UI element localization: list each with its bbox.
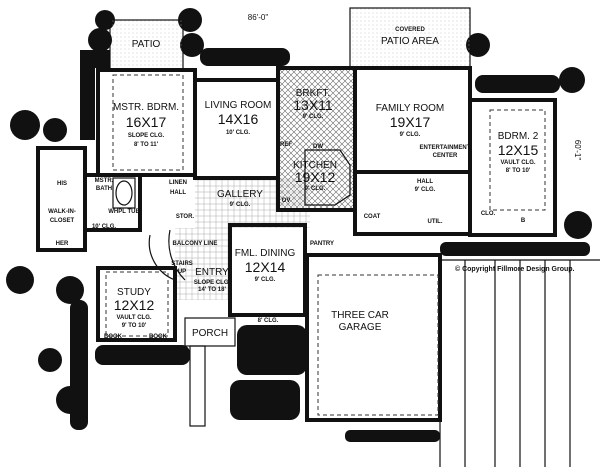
- patio-label: PATIO: [132, 39, 161, 50]
- walls: [36, 7, 557, 427]
- stairs-label: STAIRS: [171, 261, 193, 267]
- hall-ceiling: 9' CLG.: [415, 187, 436, 193]
- dining-bay-ceiling: 8' CLG.: [258, 318, 279, 324]
- living-room-size: 14X16: [218, 111, 259, 127]
- master-bedroom-ceiling-range: 8' TO 11': [134, 142, 159, 148]
- entry-label: ENTRY: [195, 267, 229, 278]
- covered-patio-area: [350, 8, 470, 68]
- breakfast-size: 13X11: [293, 97, 333, 113]
- study-size: 12X12: [114, 297, 155, 313]
- kitchen-label: KITCHEN: [293, 160, 337, 171]
- storage-label: STOR.: [176, 214, 195, 220]
- garage-label-2: GARAGE: [339, 322, 382, 333]
- dining-label: FML. DINING: [235, 248, 296, 259]
- depth-dimension: 60'-1": [573, 140, 582, 161]
- covered-patio-label: PATIO AREA: [381, 36, 439, 47]
- gallery-label: GALLERY: [217, 189, 263, 200]
- dining-size: 12X14: [245, 259, 286, 275]
- stairs-up-label: UP: [178, 269, 186, 275]
- family-room-size: 19X17: [390, 114, 431, 130]
- tub-label: WHPL TUB: [108, 209, 140, 215]
- garage-label: THREE CAR: [331, 310, 389, 321]
- covered-note: COVERED: [395, 27, 425, 33]
- study-ceiling-range: 9' TO 10': [122, 323, 147, 329]
- entertainment-label: ENTERTAINMENT: [420, 145, 471, 151]
- master-bedroom-ceiling: SLOPE CLG.: [128, 133, 165, 139]
- bedroom2-label: BDRM. 2: [498, 131, 539, 142]
- living-room-label: LIVING ROOM: [205, 100, 272, 111]
- gallery-floor: [195, 178, 310, 228]
- patio-area: [110, 20, 183, 70]
- refrigerator-label: REF: [280, 142, 292, 148]
- bedroom2-ceiling-range: 8' TO 10': [506, 168, 531, 174]
- dining-ceiling: 9' CLG.: [255, 277, 276, 283]
- entertainment-label-2: CENTER: [433, 153, 458, 159]
- his-label: HIS: [57, 181, 67, 187]
- study-label: STUDY: [117, 287, 151, 298]
- utility-label: UTIL.: [428, 219, 443, 225]
- oven-label: OV: [282, 198, 291, 204]
- master-bedroom-size: 16X17: [126, 114, 167, 130]
- family-room-label: FAMILY ROOM: [376, 103, 445, 114]
- living-room-ceiling: 10' CLG.: [226, 130, 250, 136]
- copyright-text: © Copyright Fillmore Design Group.: [455, 265, 575, 273]
- walk-in-closet-label: WALK-IN-: [48, 209, 76, 215]
- kitchen-ceiling: 9' CLG.: [305, 186, 326, 192]
- width-dimension: 86'-0": [248, 13, 269, 22]
- kitchen-size: 19X12: [295, 169, 336, 185]
- bedroom2-ceiling: VAULT CLG.: [500, 160, 535, 166]
- driveway: [439, 259, 600, 467]
- entry-ceiling-range: 14' TO 18': [198, 287, 226, 293]
- closet-label: CLO.: [481, 211, 496, 217]
- pantry-label: PANTRY: [310, 241, 334, 247]
- bedroom2-size: 12X15: [498, 142, 539, 158]
- her-label: HER: [56, 241, 69, 247]
- study-ceiling: VAULT CLG.: [116, 315, 151, 321]
- hall-left-label: HALL: [170, 190, 186, 196]
- master-bath-label: MSTR.: [95, 178, 114, 184]
- master-bath-label-2: BATH: [96, 186, 112, 192]
- balcony-line-label: BALCONY LINE: [173, 241, 218, 247]
- breakfast-label: BRKFT.: [296, 88, 330, 99]
- master-bedroom-label: MSTR. BDRM.: [113, 102, 179, 113]
- gallery-ceiling: 9' CLG.: [230, 202, 251, 208]
- entry-floor: [175, 228, 230, 300]
- breakfast-ceiling: 9' CLG.: [303, 114, 324, 120]
- master-bath-ceiling: 10' CLG.: [92, 224, 116, 230]
- bookcase-left-label: BOOK: [104, 334, 123, 340]
- hall-label: HALL: [417, 179, 433, 185]
- bookcase-right-label: BOOK: [149, 334, 168, 340]
- dishwasher-label: DW: [313, 144, 323, 150]
- coat-closet-label: COAT: [364, 214, 381, 220]
- family-room-ceiling: 9' CLG.: [400, 132, 421, 138]
- porch-label: PORCH: [192, 328, 228, 339]
- walk-in-closet-label-2: CLOSET: [50, 218, 75, 224]
- entry-ceiling: SLOPE CLG.: [194, 280, 231, 286]
- landscaping: [6, 8, 592, 442]
- bath-label: B: [521, 218, 526, 224]
- linen-label: LINEN: [169, 180, 187, 186]
